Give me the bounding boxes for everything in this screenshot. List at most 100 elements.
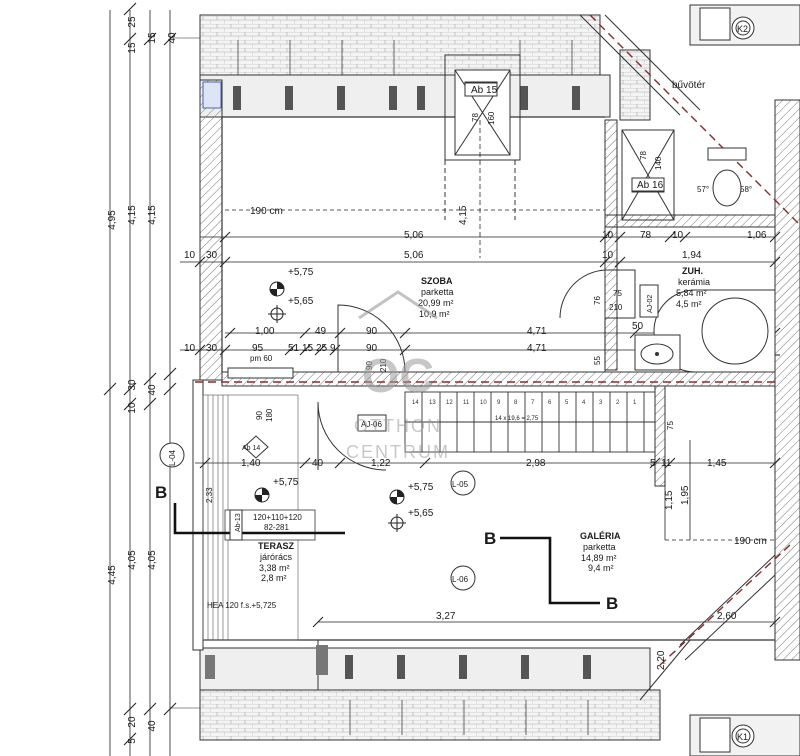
step-number: 7 <box>531 400 535 406</box>
step-number: 5 <box>565 400 569 406</box>
dim-text: 82-281 <box>264 523 289 532</box>
left-dimension-labels: 4,95 4,45 4,15 4,05 4,15 4,05 25 15 40 1… <box>107 16 178 744</box>
level-markers: +5,75 +5,65 +5,75 +5,75 +5,65 <box>254 267 434 532</box>
dim-text: 78 <box>639 151 648 160</box>
tag-box <box>229 509 243 541</box>
dim-text: 78 <box>471 113 480 122</box>
dim-text: 50 <box>632 321 644 332</box>
dim-text: 10 <box>602 230 614 241</box>
dim-text: 57° <box>697 185 709 194</box>
tag-box <box>357 414 387 432</box>
dim-text: 1,15 <box>664 490 675 510</box>
dim-text: 4,71 <box>527 326 547 337</box>
dim-text: 15 <box>302 343 314 354</box>
tag-box <box>464 82 498 97</box>
room-floor: parketta <box>583 542 616 552</box>
dim-text: 25 <box>316 343 328 354</box>
dim-inner-top: 4,15 <box>147 205 158 225</box>
dim-small: 40 <box>147 720 158 732</box>
dim-small: 15 <box>127 42 138 54</box>
step-number: 3 <box>599 400 603 406</box>
room-area: 20,99 m² <box>418 298 454 308</box>
tag-box <box>639 284 659 318</box>
dim-outer-bottom: 4,45 <box>107 565 118 585</box>
room-area-2: 2,8 m² <box>261 573 287 583</box>
step-number: 9 <box>497 400 501 406</box>
dim-text: 2,20 <box>656 650 667 670</box>
level-label: +5,75 <box>288 267 314 278</box>
room-galeria: GALÉRIA parketta 14,89 m² 9,4 m² <box>580 531 621 573</box>
bathroom-fixtures <box>634 7 776 753</box>
step-number: 11 <box>463 400 470 406</box>
dim-text: 2,33 <box>205 487 214 503</box>
room-name: TERASZ <box>258 541 295 551</box>
dim-text: 30 <box>206 250 218 261</box>
dim-small: 40 <box>167 32 178 44</box>
grid-marker <box>450 565 476 591</box>
dim-text: 78 <box>640 230 652 241</box>
step-number: 2 <box>616 400 620 406</box>
fixture-tag: K2 <box>737 24 748 34</box>
step-number: 10 <box>480 400 487 406</box>
room-zuh: ZUH. kerámia 5,84 m² 4,5 m² <box>676 266 710 309</box>
dim-text: pm 60 <box>250 354 273 363</box>
dim-small: 5 <box>127 738 138 744</box>
dim-text: 90 <box>366 343 378 354</box>
grid-tag: L-05 <box>452 480 469 489</box>
grid-marker <box>159 442 185 468</box>
skylight-tag: Ab 15 <box>471 85 498 96</box>
room-area: 3,38 m² <box>259 563 290 573</box>
dim-mid-top: 4,15 <box>127 205 138 225</box>
room-area-2: 9,4 m² <box>588 563 614 573</box>
room-area-2: 10,9 m² <box>419 309 450 319</box>
step-number: 1 <box>633 400 637 406</box>
dim-text: 10 <box>602 250 614 261</box>
room-name: ZUH. <box>682 266 703 276</box>
dim-text: 9 <box>330 343 336 354</box>
dim-small: 30 <box>127 379 138 391</box>
dim-text: 1,95 <box>680 485 691 505</box>
left-dimension-lines <box>103 2 200 756</box>
skylight-tag: Ab 16 <box>637 180 664 191</box>
dim-text: 95 <box>252 343 264 354</box>
dim-text: 75 <box>613 289 622 298</box>
watermark-line1: OTTHON <box>354 416 442 436</box>
dim-text: 190 cm <box>250 206 283 217</box>
dim-text: 90 <box>366 326 378 337</box>
room-szoba: SZOBA parketta 20,99 m² 10,9 m² <box>418 276 454 319</box>
dim-text: 4,15 <box>458 205 469 225</box>
dim-text: 1,00 <box>255 326 275 337</box>
dim-text: 5 <box>650 458 656 469</box>
dim-small: 10 <box>127 402 138 414</box>
step-number: 12 <box>446 400 453 406</box>
grid-tag: L-04 <box>168 449 177 466</box>
room-name: SZOBA <box>421 276 453 286</box>
fixture-tag: K1 <box>737 732 748 742</box>
level-label: +5,65 <box>408 508 434 519</box>
dim-text: 90 <box>255 411 264 420</box>
dim-text: 10 <box>672 230 684 241</box>
section-label-b: B <box>484 529 496 548</box>
watermark-line2: CENTRUM <box>346 442 450 462</box>
dim-small: 40 <box>147 384 158 396</box>
skylight-ab16 <box>621 129 675 221</box>
skylight-ab15 <box>444 54 521 220</box>
step-number: 13 <box>429 400 436 406</box>
grid-marker <box>450 470 476 496</box>
level-marker-icon <box>388 514 406 532</box>
level-marker-icon <box>268 305 286 323</box>
tag-diamond <box>243 435 269 459</box>
door-tag: AJ-02 <box>647 295 654 313</box>
dim-text: 190 cm <box>734 536 767 547</box>
room-floor: járórács <box>259 552 293 562</box>
tag-box <box>631 177 665 192</box>
section-label-b: B <box>606 594 618 613</box>
terrace-grating <box>202 367 316 641</box>
dim-text: 11 <box>661 458 672 469</box>
dim-text: 40 <box>312 458 324 469</box>
dim-text: 140 <box>654 156 663 170</box>
watermark: OC OTTHON CENTRUM <box>346 290 450 462</box>
dim-text: 180 <box>265 408 274 422</box>
section-line-b <box>173 503 600 605</box>
